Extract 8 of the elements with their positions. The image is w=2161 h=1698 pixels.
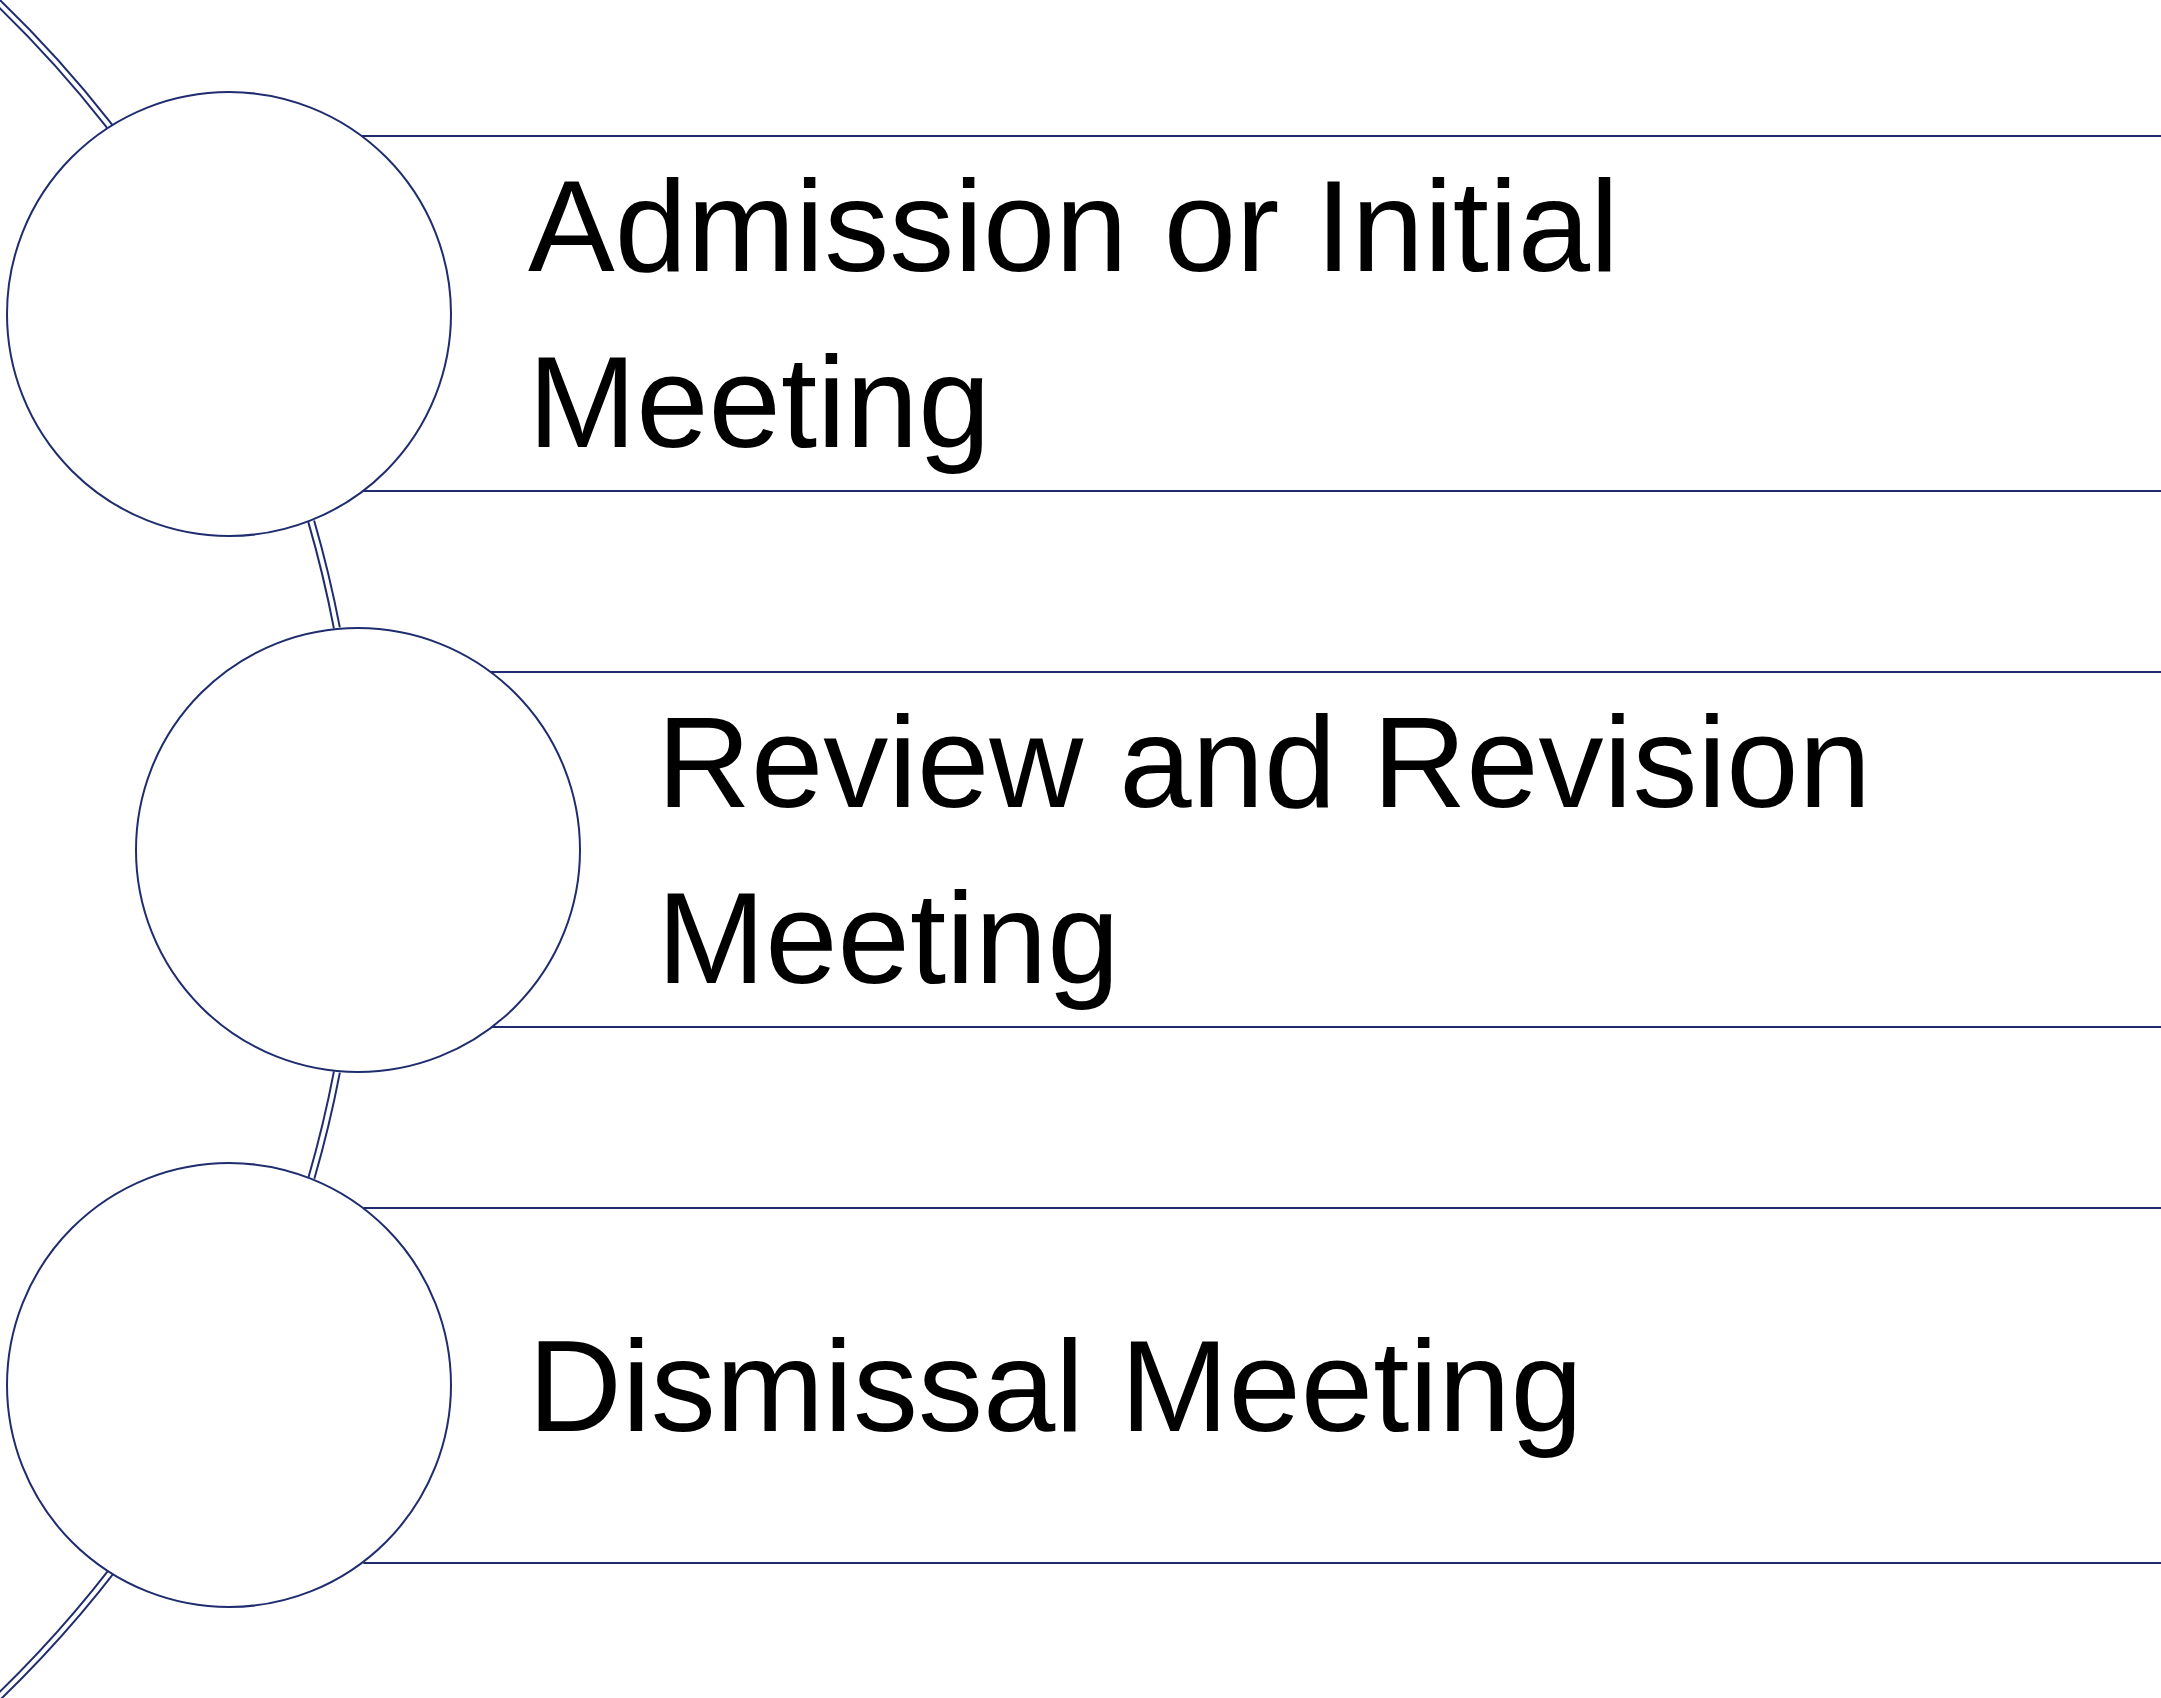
step-band <box>452 135 2161 492</box>
step-label: Review and Revision Meeting <box>657 687 1872 1013</box>
step-label: Admission or Initial Meeting <box>528 151 1620 477</box>
step-band <box>452 1207 2161 1564</box>
connector-line <box>307 1070 341 1180</box>
step-band <box>581 671 2161 1028</box>
connector-line <box>307 519 341 630</box>
step-label: Dismissal Meeting <box>528 1311 1583 1461</box>
